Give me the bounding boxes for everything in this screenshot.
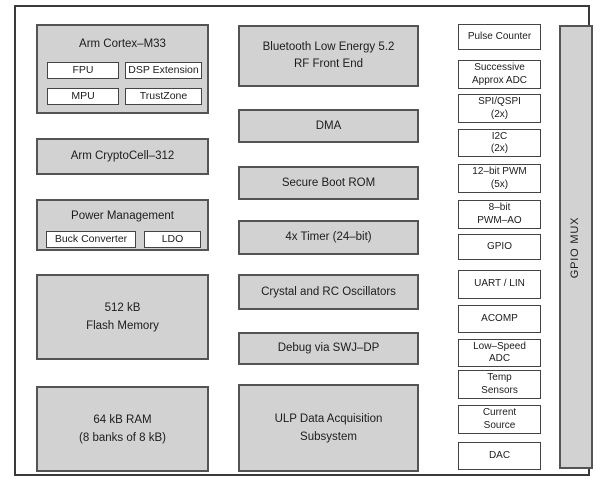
sub-block-ldo: LDO (144, 231, 201, 248)
sub-block-label: MPU (71, 90, 95, 102)
block-bluetooth-rf-front-end: Bluetooth Low Energy 5.2 RF Front End (238, 25, 419, 87)
sub-block-fpu: FPU (47, 62, 119, 79)
block-12bit-pwm: 12–bit PWM (5x) (458, 164, 541, 193)
sub-block-label: TrustZone (139, 90, 188, 102)
block-successive-approx-adc: Successive Approx ADC (458, 60, 541, 89)
block-line: Flash Memory (86, 320, 159, 332)
block-line: DAC (488, 449, 511, 461)
block-line: 8–bit (488, 202, 511, 213)
cortex-sub-grid: FPU DSP Extension MPU TrustZone (38, 62, 207, 105)
block-i2c: I2C (2x) (458, 129, 541, 157)
block-flash-memory: 512 kB Flash Memory (36, 274, 209, 360)
sub-block-trustzone: TrustZone (125, 88, 202, 105)
block-line: PWM–AO (477, 214, 522, 226)
block-line: 64 kB RAM (93, 414, 152, 426)
block-line: ADC (488, 353, 511, 364)
block-acomp: ACOMP (458, 305, 541, 333)
block-line: Pulse Counter (467, 30, 532, 42)
block-line: DMA (315, 119, 342, 132)
block-line: Subsystem (300, 431, 357, 443)
block-arm-cryptocell-312: Arm CryptoCell–312 (36, 138, 209, 175)
sub-block-label: DSP Extension (128, 64, 199, 76)
block-arm-cortex-m33: Arm Cortex–M33 FPU DSP Extension MPU Tru… (36, 24, 209, 114)
block-line: (2x) (490, 108, 509, 120)
block-line: Low–Speed (473, 340, 526, 352)
block-spi-qspi: SPI/QSPI (2x) (458, 94, 541, 123)
block-line: 512 kB (104, 302, 141, 314)
block-title: Power Management (71, 209, 174, 222)
power-sub-row: Buck Converter LDO (38, 231, 207, 248)
block-ulp-data-acquisition: ULP Data Acquisition Subsystem (238, 384, 419, 472)
block-current-source: Current Source (458, 405, 541, 434)
block-low-speed-adc: Low–Speed ADC (458, 339, 541, 367)
sub-block-label: Buck Converter (54, 233, 128, 245)
block-4x-timer: 4x Timer (24–bit) (238, 220, 419, 255)
block-line: 4x Timer (24–bit) (285, 231, 372, 243)
block-debug-swj-dp: Debug via SWJ–DP (238, 332, 419, 365)
block-line: ULP Data Acquisition (274, 413, 383, 425)
block-line: GPIO (486, 240, 512, 252)
block-line: Successive (474, 62, 525, 73)
block-line: (5x) (490, 178, 509, 190)
block-line: UART / LIN (474, 278, 525, 290)
sub-block-label: FPU (72, 64, 94, 76)
block-line: Temp (487, 372, 512, 383)
block-line: Source (483, 419, 516, 431)
block-line: (2x) (490, 143, 509, 154)
block-line: Crystal and RC Oscillators (261, 285, 396, 298)
block-uart-lin: UART / LIN (458, 270, 541, 299)
block-temp-sensors: Temp Sensors (458, 370, 541, 399)
block-line: SPI/QSPI (478, 96, 521, 107)
block-line: Bluetooth Low Energy 5.2 (262, 41, 395, 53)
block-line: GPIO MUX (569, 216, 582, 278)
block-line: Current (482, 407, 517, 418)
block-line: 12–bit PWM (472, 166, 527, 177)
block-line: RF Front End (293, 58, 364, 70)
sub-block-buck-converter: Buck Converter (46, 231, 136, 248)
block-title: Arm CryptoCell–312 (70, 150, 175, 162)
block-gpio-mux: GPIO MUX (559, 25, 593, 469)
sub-block-label: LDO (161, 233, 184, 245)
block-secure-boot-rom: Secure Boot ROM (238, 166, 419, 200)
block-line: Sensors (481, 384, 518, 396)
block-pulse-counter: Pulse Counter (458, 24, 541, 50)
diagram-outer-frame: Arm Cortex–M33 FPU DSP Extension MPU Tru… (14, 5, 593, 476)
block-line: Secure Boot ROM (281, 176, 376, 189)
block-dma: DMA (238, 109, 419, 143)
sub-block-dsp-extension: DSP Extension (125, 62, 202, 79)
block-line: Debug via SWJ–DP (277, 342, 380, 354)
block-line: (8 banks of 8 kB) (79, 432, 166, 444)
block-power-management: Power Management Buck Converter LDO (36, 199, 209, 251)
block-8bit-pwm-ao: 8–bit PWM–AO (458, 200, 541, 229)
block-dac: DAC (458, 442, 541, 470)
block-crystal-rc-oscillators: Crystal and RC Oscillators (238, 274, 419, 310)
block-line: I2C (491, 130, 508, 142)
block-line: Approx ADC (471, 74, 528, 86)
block-title: Arm Cortex–M33 (79, 37, 166, 50)
block-line: ACOMP (481, 312, 518, 324)
sub-block-mpu: MPU (47, 88, 119, 105)
block-ram: 64 kB RAM (8 banks of 8 kB) (36, 386, 209, 472)
block-gpio: GPIO (458, 234, 541, 260)
